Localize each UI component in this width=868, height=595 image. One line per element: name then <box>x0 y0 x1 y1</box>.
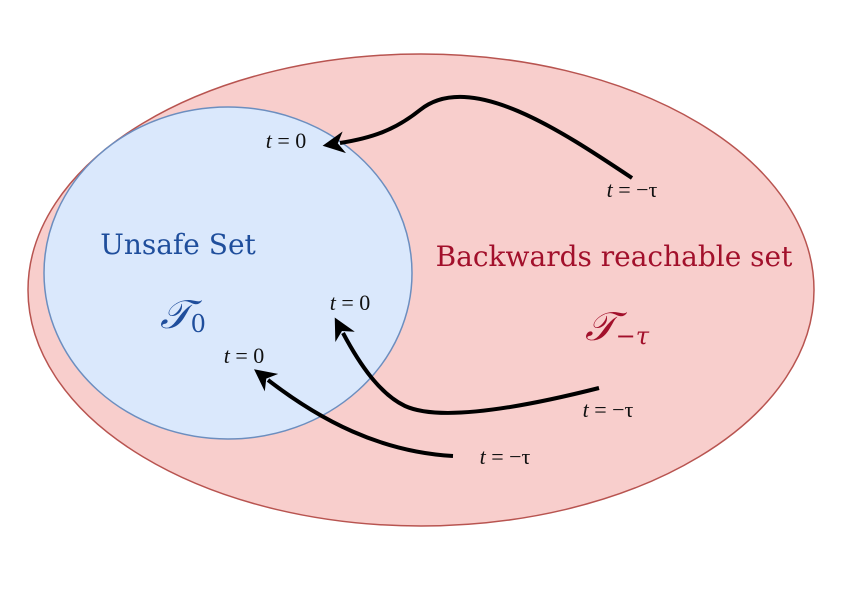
trajectory-1-start-var: t <box>607 177 614 202</box>
trajectory-arrow-1 <box>322 94 634 180</box>
unsafe-set-title: Unsafe Set <box>100 228 256 261</box>
trajectory-arrow-3 <box>254 369 454 458</box>
backwards-reachable-set-title: Backwards reachable set <box>436 240 794 273</box>
trajectory-2-start-rest: = −τ <box>589 397 634 422</box>
trajectory-1-end-rest: = 0 <box>272 128 306 153</box>
trajectory-3-start-var: t <box>480 444 487 469</box>
trajectory-1-start-label: t = −τ <box>607 177 658 202</box>
backwards-reachable-set-symbol-subscript: −τ <box>616 322 650 350</box>
trajectory-3-start-label: t = −τ <box>480 444 531 469</box>
trajectory-3-start-rest: = −τ <box>486 444 531 469</box>
trajectory-3-end-var: t <box>224 343 231 368</box>
trajectory-1-start-rest: = −τ <box>613 177 658 202</box>
trajectory-3-end-rest: = 0 <box>230 343 264 368</box>
trajectory-2-end-label: t = 0 <box>330 290 371 315</box>
trajectory-2-end-var: t <box>330 290 337 315</box>
trajectory-arrow-2 <box>334 317 600 415</box>
trajectory-1-end-label: t = 0 <box>266 128 307 153</box>
trajectory-1-end-var: t <box>266 128 273 153</box>
trajectory-3-end-label: t = 0 <box>224 343 265 368</box>
unsafe-set-region <box>43 106 413 440</box>
trajectory-2-start-var: t <box>583 397 590 422</box>
unsafe-set-symbol-subscript: 0 <box>191 310 206 338</box>
trajectory-2-end-rest: = 0 <box>336 290 370 315</box>
trajectory-2-start-label: t = −τ <box>583 397 634 422</box>
